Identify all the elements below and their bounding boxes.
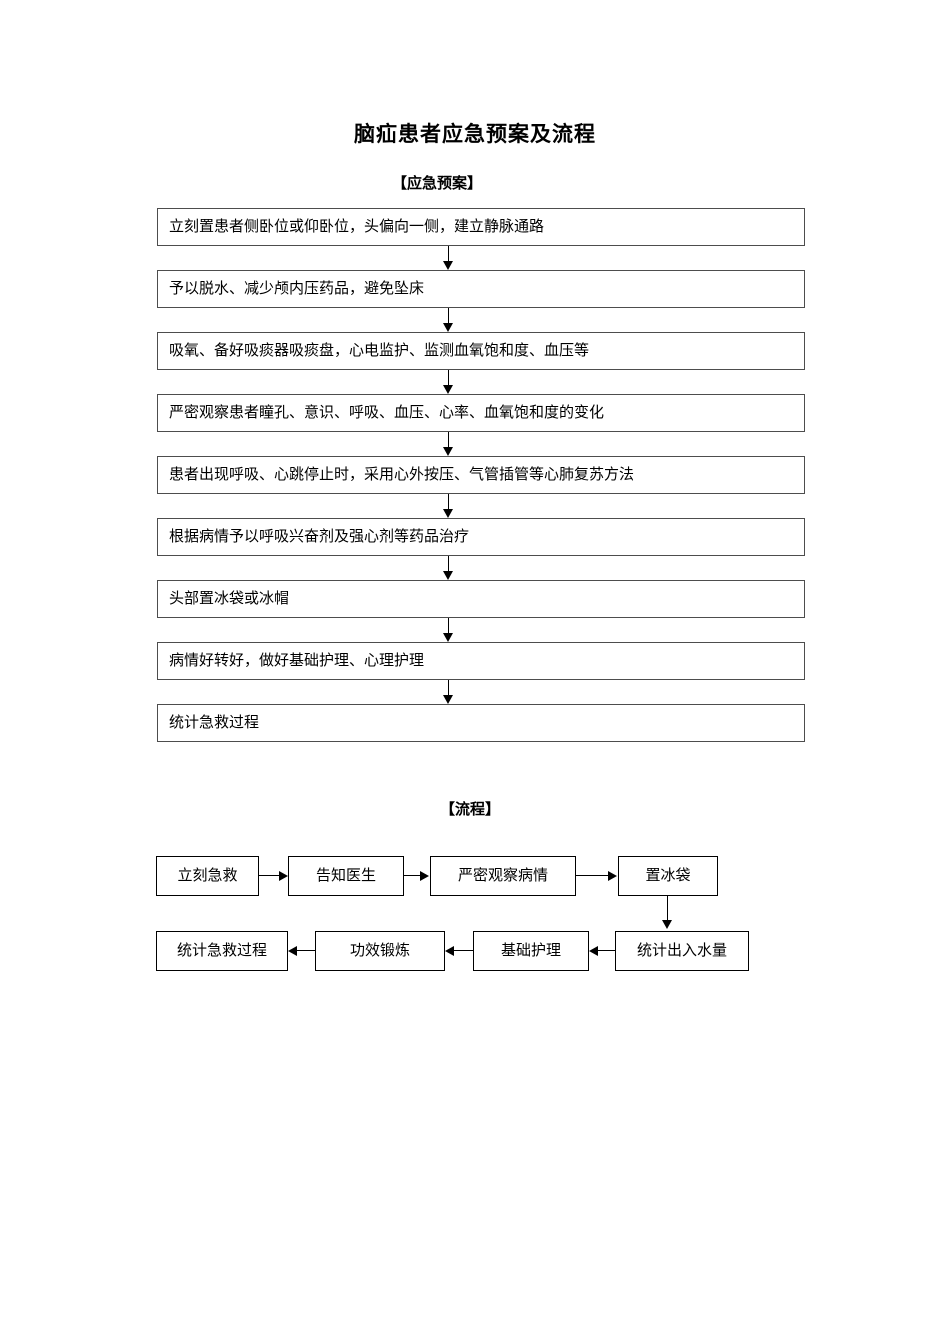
down-arrow-connector <box>157 618 805 642</box>
plan-step-box: 根据病情予以呼吸兴奋剂及强心剂等药品治疗 <box>157 518 805 556</box>
arrow-stem <box>404 875 421 877</box>
arrow-stem <box>448 432 450 449</box>
arrow-stem <box>448 494 450 511</box>
arrow-stem <box>667 896 669 922</box>
plan-step-box: 统计急救过程 <box>157 704 805 742</box>
arrow-head-left-icon <box>445 945 454 956</box>
arrow-stem <box>448 308 450 325</box>
arrow-head-down-icon <box>443 385 453 394</box>
arrow-stem <box>454 950 474 952</box>
arrow-stem <box>576 875 609 877</box>
arrow-head-down-icon <box>662 920 672 929</box>
page-title: 脑疝患者应急预案及流程 <box>354 123 596 146</box>
down-arrow-connector <box>157 246 805 270</box>
arrow-head-down-icon <box>443 323 453 332</box>
arrow-head-left-icon <box>288 945 297 956</box>
arrow-stem <box>448 556 450 573</box>
flow-box-immediate-rescue: 立刻急救 <box>156 856 259 896</box>
down-arrow-connector <box>157 370 805 394</box>
arrow-head-down-icon <box>443 509 453 518</box>
plan-step-box: 病情好转好，做好基础护理、心理护理 <box>157 642 805 680</box>
arrow-head-down-icon <box>443 695 453 704</box>
plan-step-box: 患者出现呼吸、心跳停止时，采用心外按压、气管插管等心肺复苏方法 <box>157 456 805 494</box>
arrow-stem <box>259 875 280 877</box>
flow-box-record-fluid-balance: 统计出入水量 <box>615 931 749 971</box>
down-arrow-connector <box>157 494 805 518</box>
plan-step-box: 严密观察患者瞳孔、意识、呼吸、血压、心率、血氧饱和度的变化 <box>157 394 805 432</box>
arrow-stem <box>297 950 316 952</box>
plan-step-box: 立刻置患者侧卧位或仰卧位，头偏向一侧，建立静脉通路 <box>157 208 805 246</box>
arrow-head-down-icon <box>443 571 453 580</box>
flow-box-basic-nursing: 基础护理 <box>473 931 589 971</box>
arrow-stem <box>598 950 616 952</box>
section-label-process-flow: 【流程】 <box>440 801 501 818</box>
down-arrow-connector <box>157 432 805 456</box>
arrow-head-right-icon <box>279 870 288 881</box>
flow-box-functional-exercise: 功效锻炼 <box>315 931 445 971</box>
arrow-head-down-icon <box>443 447 453 456</box>
emergency-plan-flowchart: 立刻置患者侧卧位或仰卧位，头偏向一侧，建立静脉通路 予以脱水、减少颅内压药品，避… <box>157 208 805 742</box>
down-arrow-connector <box>157 308 805 332</box>
arrow-stem <box>448 618 450 635</box>
arrow-head-down-icon <box>443 261 453 270</box>
arrow-stem <box>448 246 450 263</box>
flow-box-apply-ice-bag: 置冰袋 <box>618 856 718 896</box>
arrow-head-right-icon <box>420 870 429 881</box>
down-arrow-connector <box>157 556 805 580</box>
plan-step-box: 吸氧、备好吸痰器吸痰盘，心电监护、监测血氧饱和度、血压等 <box>157 332 805 370</box>
plan-step-box: 予以脱水、减少颅内压药品，避免坠床 <box>157 270 805 308</box>
flow-box-notify-doctor: 告知医生 <box>288 856 404 896</box>
flow-box-close-observation: 严密观察病情 <box>430 856 576 896</box>
arrow-stem <box>448 680 450 697</box>
arrow-head-right-icon <box>608 870 617 881</box>
down-arrow-connector <box>157 680 805 704</box>
arrow-head-left-icon <box>589 945 598 956</box>
arrow-head-down-icon <box>443 633 453 642</box>
flow-box-record-rescue-process: 统计急救过程 <box>156 931 288 971</box>
plan-step-box: 头部置冰袋或冰帽 <box>157 580 805 618</box>
arrow-stem <box>448 370 450 387</box>
section-label-emergency-plan: 【应急预案】 <box>392 175 483 192</box>
